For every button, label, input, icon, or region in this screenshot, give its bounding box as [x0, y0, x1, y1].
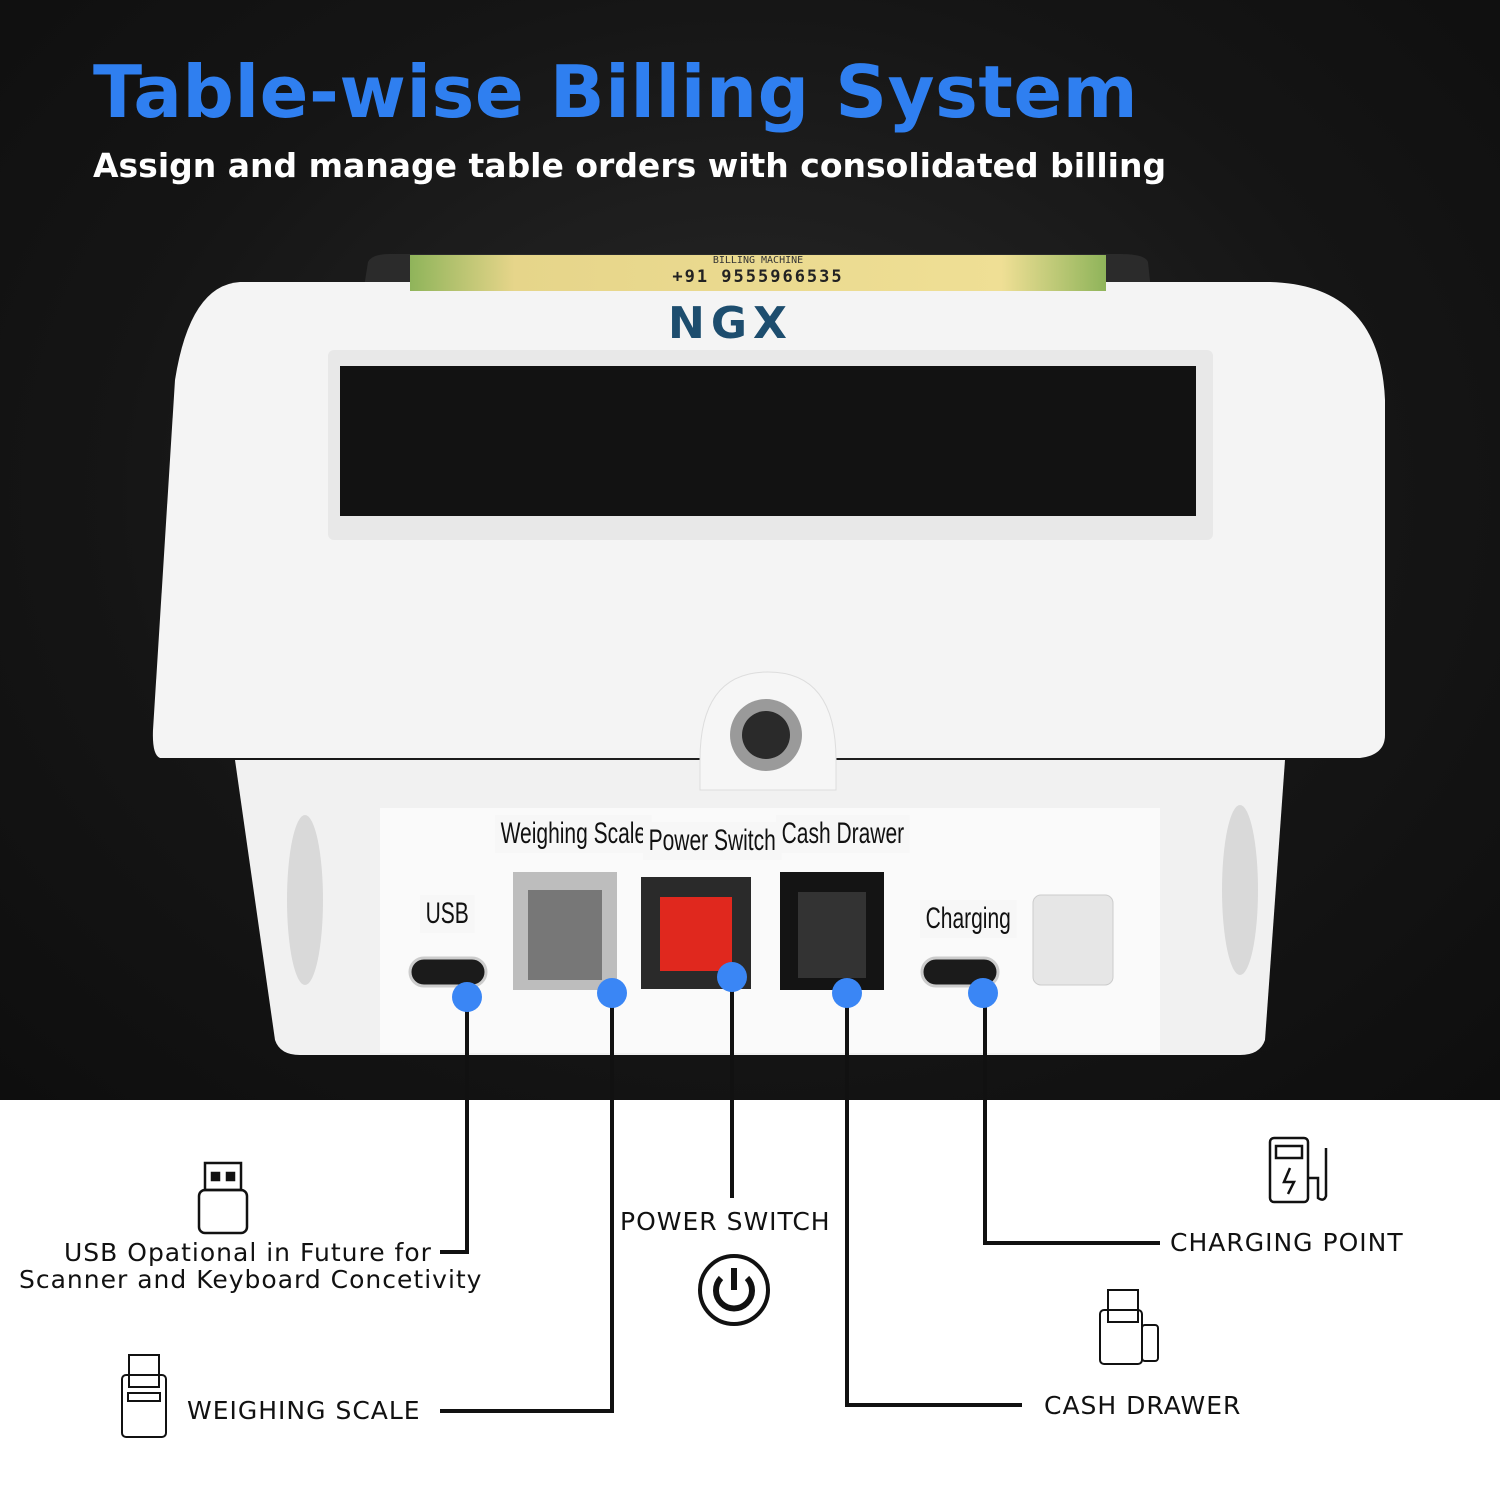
usb-c-port [408, 956, 488, 988]
cash-drawer-callout-label: CASH DRAWER [1044, 1391, 1242, 1420]
weighing-scale-dot [597, 978, 627, 1008]
usb-callout-label-line1: USB Opational in Future for [64, 1238, 432, 1267]
side-vent [1222, 805, 1258, 975]
power-switch-dot [717, 962, 747, 992]
page-title: Table-wise Billing System [93, 50, 1139, 134]
printer-sticker: BILLING MACHINE +91 9555966535 [410, 255, 1106, 291]
reset-button [1032, 894, 1114, 986]
cash-drawer-dot [832, 978, 862, 1008]
page-subtitle: Assign and manage table orders with cons… [93, 146, 1167, 185]
power-switch [660, 897, 732, 971]
side-vent [287, 815, 323, 985]
sticker-phone: +91 9555966535 [672, 267, 844, 287]
usb-callout-label-line2: Scanner and Keyboard Concetivity [19, 1265, 483, 1294]
usb-drive-icon [197, 1161, 249, 1235]
weighing-scale-callout-label: WEIGHING SCALE [187, 1396, 421, 1425]
port-label-charging: Charging [920, 900, 1017, 938]
display-screen [340, 366, 1196, 516]
charging-dot [968, 978, 998, 1008]
pos-terminal-icon [121, 1354, 167, 1438]
brand-logo: NGX [668, 298, 793, 349]
charging-station-icon [1268, 1136, 1328, 1204]
callout-lines [440, 977, 1160, 1413]
pos-terminal-icon [1099, 1289, 1159, 1365]
port-label-usb: USB [420, 895, 475, 933]
charging-point-callout-label: CHARGING POINT [1170, 1228, 1404, 1257]
power-icon [698, 1254, 770, 1326]
sticker-line: BILLING MACHINE [712, 255, 804, 266]
port-label-cash-drawer: Cash Drawer [776, 815, 910, 853]
port-label-weighing-scale: Weighing Scale [495, 815, 652, 853]
usb-dot [452, 982, 482, 1012]
port-label-power-switch: Power Switch [643, 822, 782, 860]
power-switch-callout-label: POWER SWITCH [620, 1207, 831, 1236]
